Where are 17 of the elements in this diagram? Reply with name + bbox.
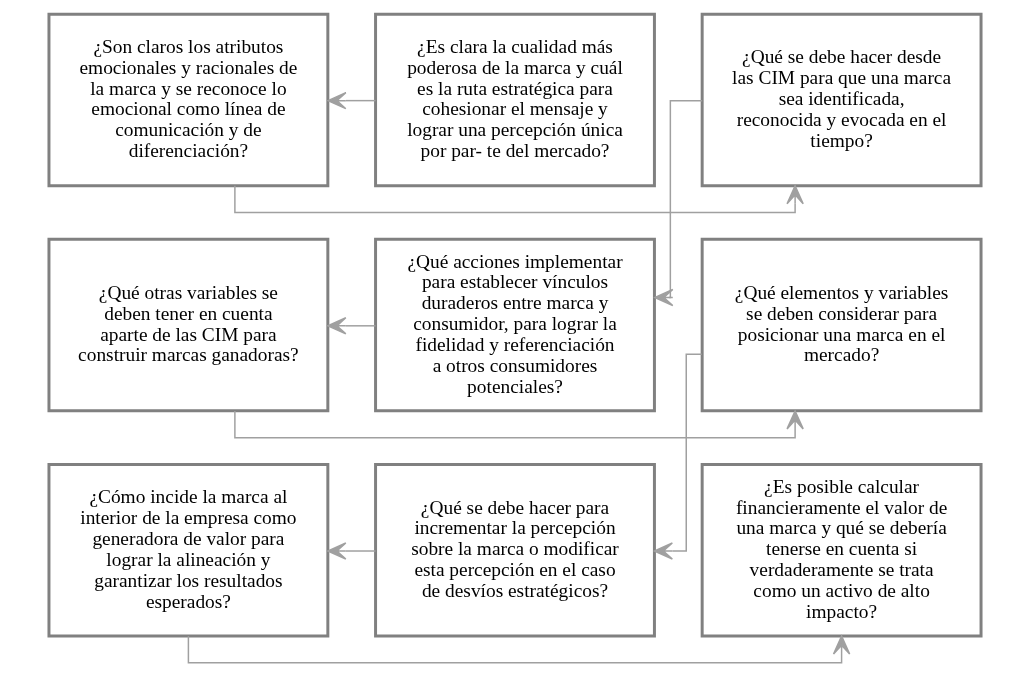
arrow — [326, 91, 376, 110]
node-box: ¿Es clara la cualidad más poderosa de la marca y cuál es la ruta estratégica para cohesionar el mensaje y lograr una percepción única por par- te del mercado? — [373, 12, 656, 188]
arrow — [653, 353, 702, 560]
arrow — [187, 635, 850, 664]
node-box: ¿Qué elementos y variables se deben considerar para posicionar una marca en el mercado? — [700, 237, 982, 413]
node-box: ¿Qué acciones implementar para establecer vínculos duraderos entre marca y consumidor, para lograr la fidelidad y referenciación a otros consumidores potenciales? — [373, 237, 656, 413]
node-box: ¿Qué otras variables se deben tener en cuenta aparte de las CIM para construir marcas ganadoras? — [47, 237, 329, 413]
arrow — [326, 542, 376, 560]
node-box: ¿Es posible calcular financieramente el valor de una marca y qué se debería tenerse en cuenta si verdaderamente se trata como un activo de alto impacto? — [700, 463, 982, 638]
node-box: ¿Son claros los atributos emocionales y racionales de la marca y se reconoce lo emocional como línea de comunicación y de diferenciación? — [47, 12, 329, 188]
node-box: ¿Cómo incide la marca al interior de la empresa como generadora de valor para lograr la alineación y garantizar los resultados esperados? — [47, 463, 329, 638]
arrow — [653, 99, 703, 307]
node-box: ¿Qué se debe hacer desde las CIM para que una marca sea identificada, reconocida y evocada en el tiempo? — [700, 12, 982, 188]
node-box: ¿Qué se debe hacer para incrementar la percepción sobre la marca o modificar esta percepción en el caso de desvíos estratégicos? — [373, 463, 656, 638]
arrow — [233, 185, 804, 214]
arrow — [233, 410, 804, 439]
arrow — [326, 317, 376, 335]
